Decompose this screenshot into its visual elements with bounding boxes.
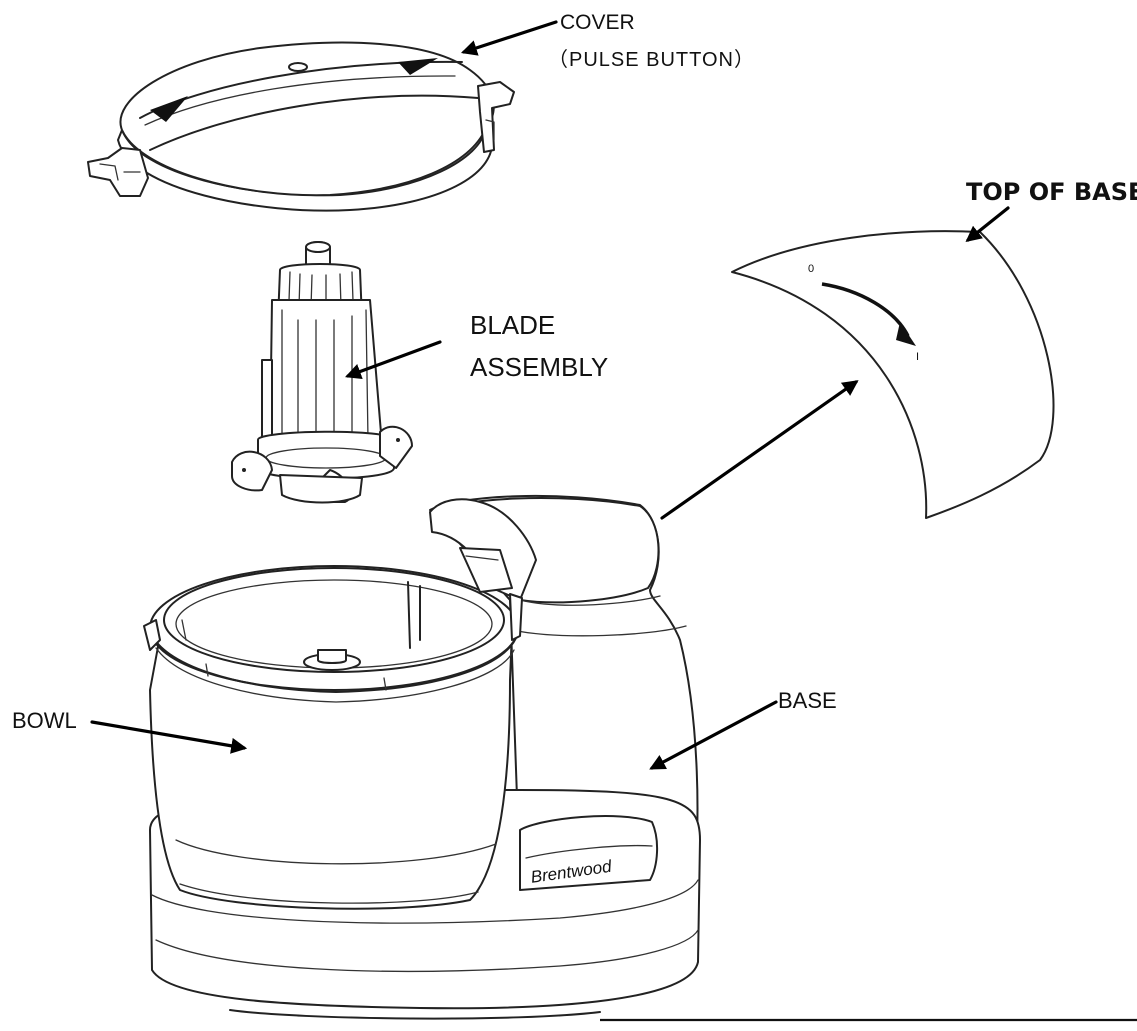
arrow-bowl (90, 720, 248, 754)
dial-mark-zero: 0 (808, 263, 814, 275)
label-blade: BLADE (470, 310, 555, 340)
arrow-top-of-base (965, 206, 1010, 242)
arrow-cover (460, 20, 558, 56)
blade-assembly-part (231, 241, 413, 504)
label-bowl: BOWL (12, 708, 77, 733)
label-cover: COVER (560, 11, 635, 34)
label-base: BASE (778, 688, 837, 713)
dial-mark-one: I (916, 351, 919, 363)
label-top-of-base: TOP OF BASE (966, 178, 1137, 206)
callouts: COVER （PULSE BUTTON） TOP OF BASE BLADE A… (12, 11, 1137, 770)
label-assembly: ASSEMBLY (470, 352, 608, 382)
bowl-part (143, 547, 523, 910)
arrow-base (649, 700, 778, 770)
top-of-base-part: 0 I (731, 230, 1055, 519)
arrow-blade (344, 340, 442, 380)
cover-part (87, 41, 515, 212)
label-cover-pulse: （PULSE BUTTON） (548, 48, 755, 71)
arrow-explode (660, 380, 859, 520)
